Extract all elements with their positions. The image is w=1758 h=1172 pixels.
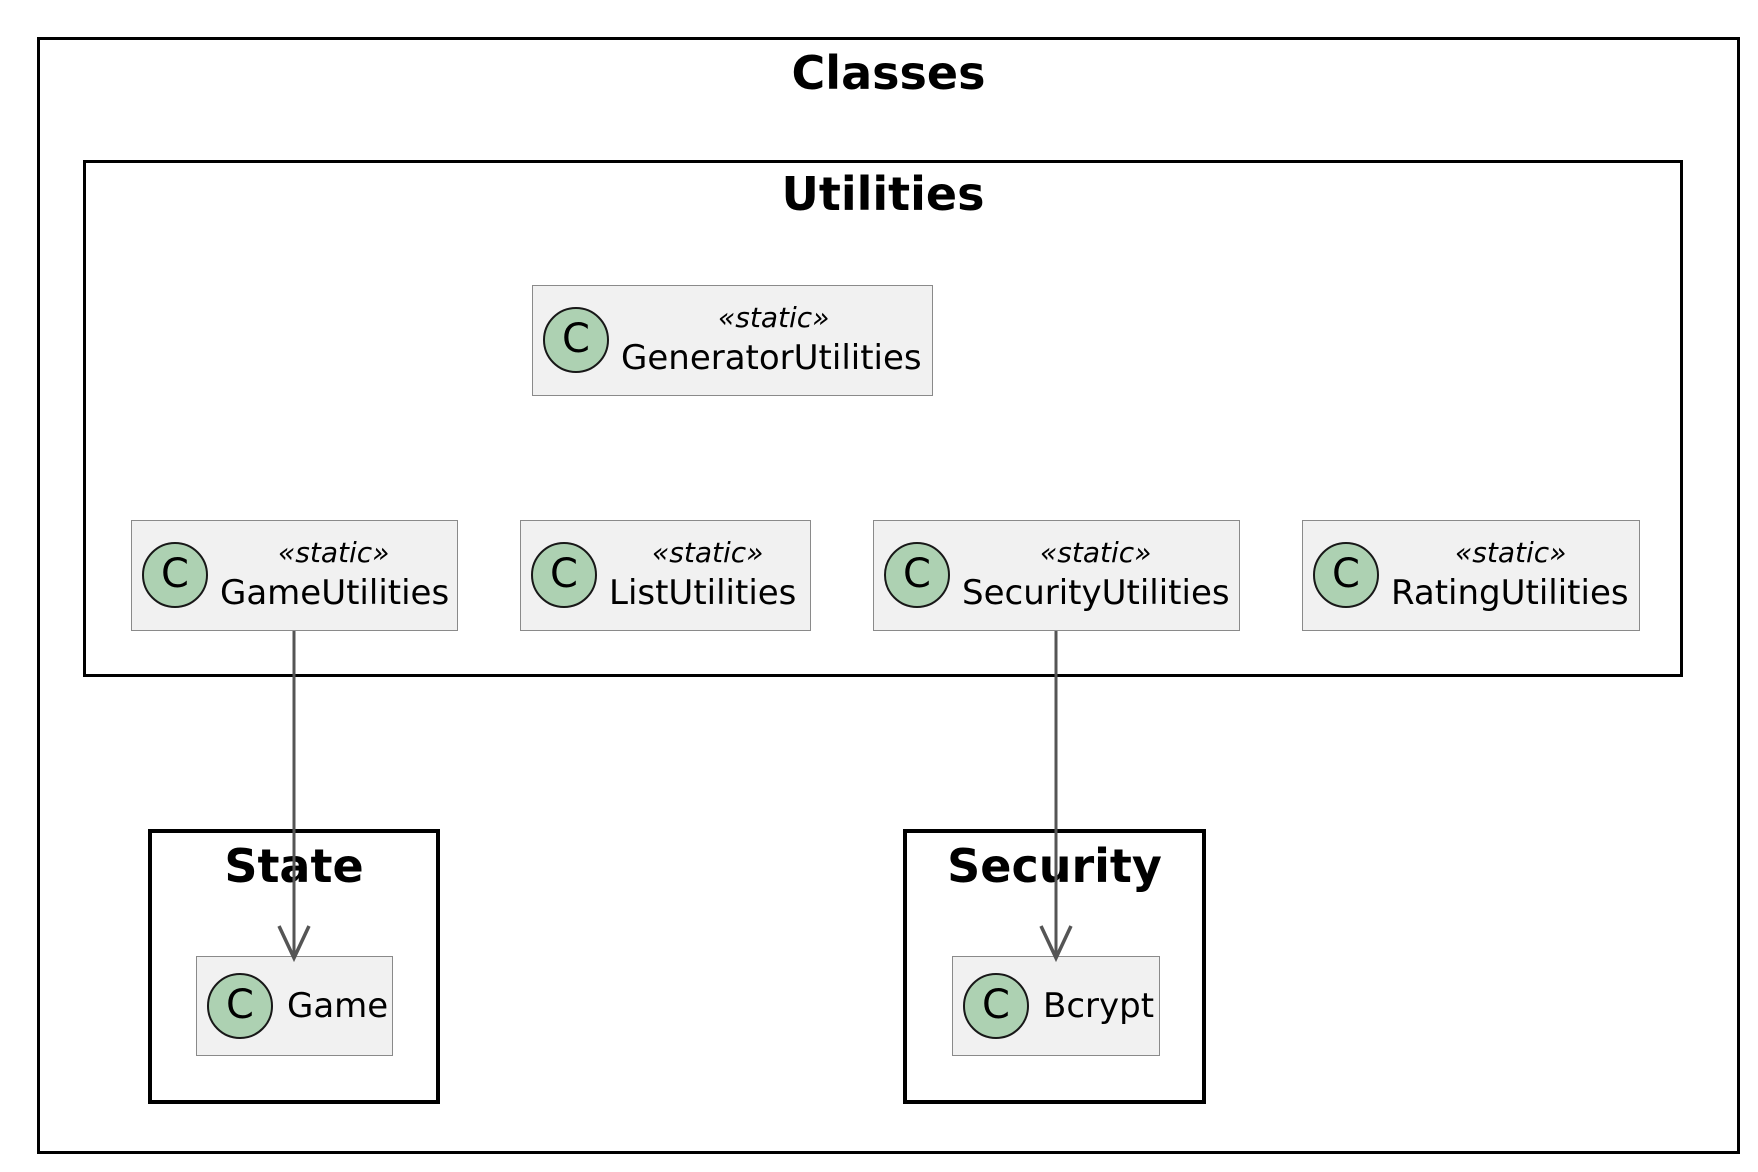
class-name: SecurityUtilities (962, 573, 1230, 613)
class-icon: C (531, 542, 597, 608)
class-name: GeneratorUtilities (621, 338, 922, 378)
class-icon: C (207, 973, 273, 1039)
class-bcrypt[interactable]: C Bcrypt (952, 956, 1160, 1056)
class-name: RatingUtilities (1391, 573, 1629, 613)
package-utilities: Utilities (83, 160, 1683, 677)
stereotype-label: «static» (718, 301, 830, 334)
package-classes-title: Classes (791, 46, 986, 100)
stereotype-label: «static» (1040, 536, 1152, 569)
class-game[interactable]: C Game (196, 956, 393, 1056)
class-name: ListUtilities (609, 573, 797, 613)
package-security-title: Security (947, 839, 1162, 893)
class-game-utilities[interactable]: C «static» GameUtilities (131, 520, 458, 631)
class-icon: C (963, 973, 1029, 1039)
package-classes: Classes (37, 37, 1740, 1154)
class-rating-utilities[interactable]: C «static» RatingUtilities (1302, 520, 1640, 631)
class-name: GameUtilities (220, 573, 450, 613)
package-utilities-title: Utilities (781, 167, 985, 221)
class-icon: C (1313, 542, 1379, 608)
stereotype-label: «static» (652, 536, 764, 569)
class-icon: C (142, 542, 208, 608)
class-list-utilities[interactable]: C «static» ListUtilities (520, 520, 811, 631)
class-security-utilities[interactable]: C «static» SecurityUtilities (873, 520, 1240, 631)
package-state-title: State (224, 839, 364, 893)
class-name: Game (287, 986, 389, 1026)
class-icon: C (543, 307, 609, 373)
class-name: Bcrypt (1043, 986, 1155, 1026)
stereotype-label: «static» (278, 536, 390, 569)
stereotype-label: «static» (1455, 536, 1567, 569)
class-icon: C (884, 542, 950, 608)
class-generator-utilities[interactable]: C «static» GeneratorUtilities (532, 285, 933, 396)
